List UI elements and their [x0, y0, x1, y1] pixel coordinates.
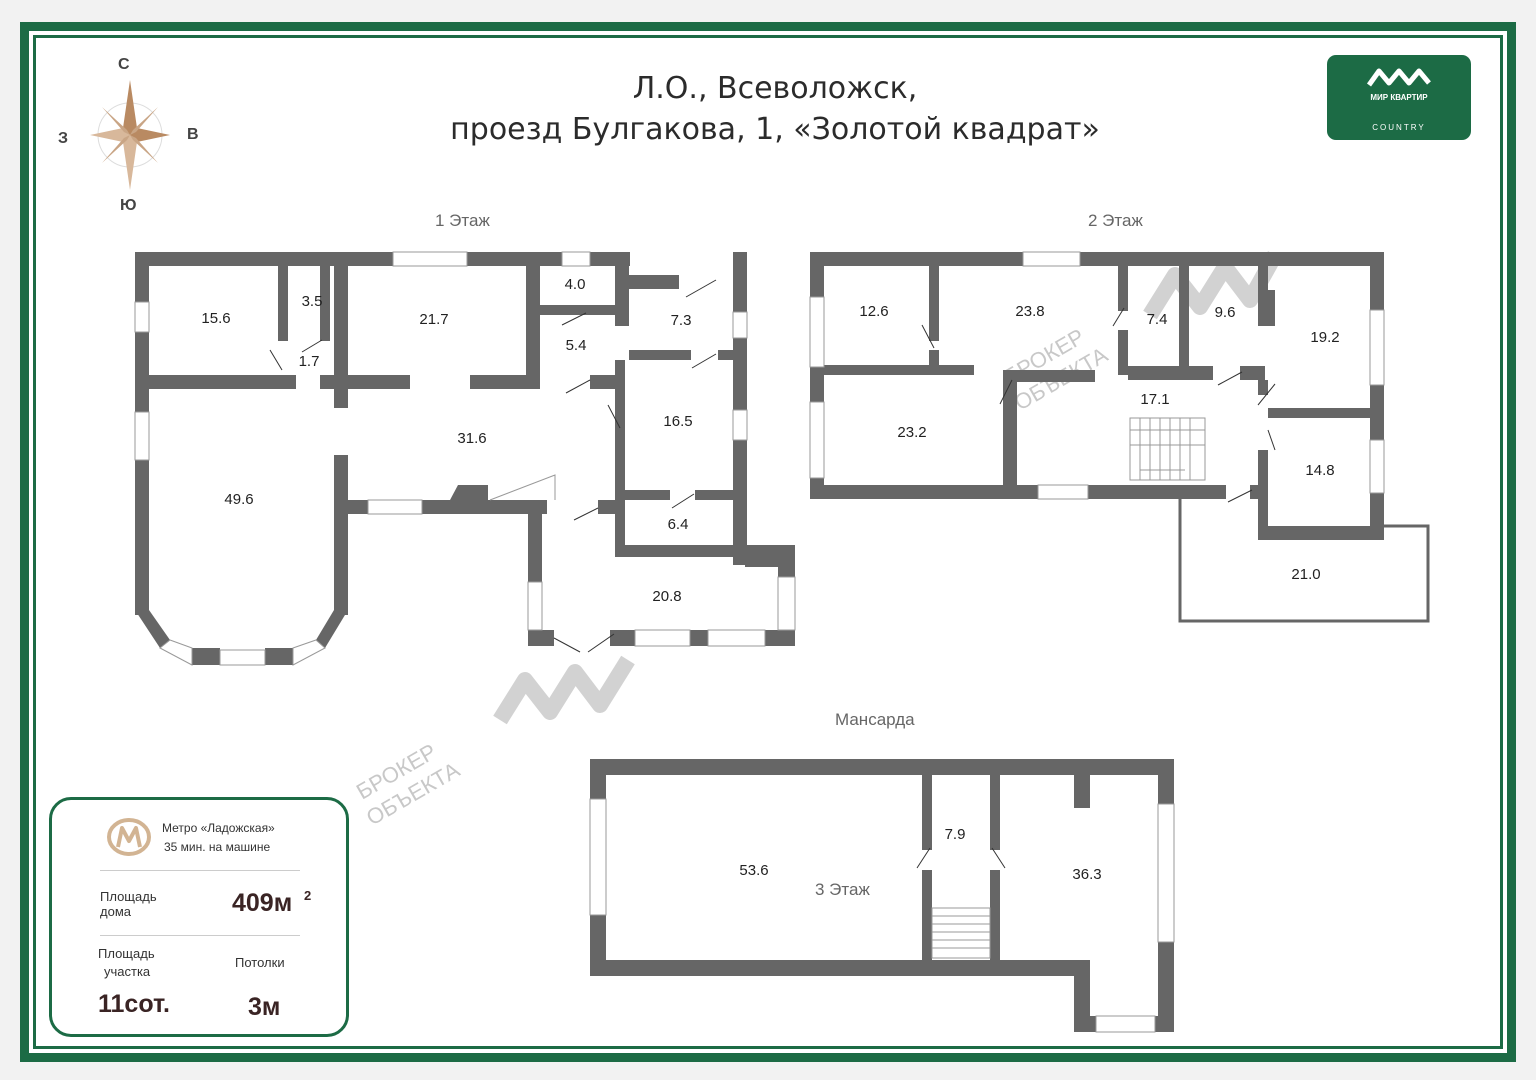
floor2-label: 2 Этаж: [1088, 211, 1143, 230]
brand-sub: COUNTRY: [1372, 123, 1426, 132]
compass-north-label: С: [118, 56, 130, 73]
compass-east-label: В: [187, 126, 199, 143]
watermark-group: БРОКЕР ОБЪЕКТА БРОКЕР ОБЪЕКТА: [352, 251, 1282, 830]
room-area: 7.4: [1147, 311, 1168, 328]
room-area: 16.5: [663, 413, 692, 430]
brand-mark-icon: [1366, 68, 1431, 87]
room-area: 14.8: [1305, 462, 1334, 479]
compass-south-label: Ю: [120, 197, 137, 214]
room-area: 49.6: [224, 491, 253, 508]
attic-plan: 53.6 7.9 36.3: [589, 759, 1175, 1033]
room-area: 3.5: [302, 293, 323, 310]
room-area: 6.4: [668, 516, 689, 533]
room-area: 21.0: [1291, 566, 1320, 583]
ceiling-label: Потолки: [235, 955, 285, 970]
title-line-2: проезд Булгакова, 1, «Золотой квадрат»: [450, 112, 1100, 147]
floor1-label: 1 Этаж: [435, 211, 490, 230]
room-area: 7.9: [945, 826, 966, 843]
ceiling-value: 3м: [248, 993, 281, 1021]
room-area: 53.6: [739, 862, 768, 879]
metro-name: Метро «Ладожская»: [162, 821, 275, 835]
room-area: 5.4: [566, 337, 587, 354]
room-area: 9.6: [1215, 304, 1236, 321]
floor1-plan: 15.6 3.5 1.7 21.7 4.0 5.4 7.3 31.6 16.5 …: [134, 251, 796, 666]
room-area: 1.7: [299, 353, 320, 370]
attic-inner-label: 3 Этаж: [815, 880, 870, 899]
room-area: 17.1: [1140, 391, 1169, 408]
room-area: 12.6: [859, 303, 888, 320]
divider: [100, 870, 300, 871]
house-area-value: 409м: [232, 889, 293, 917]
page-title: Л.О., Всеволожск, проезд Булгакова, 1, «…: [440, 68, 1110, 150]
title-line-1: Л.О., Всеволожск,: [632, 71, 918, 106]
compass-rose-icon: [90, 80, 170, 190]
room-area: 21.7: [419, 311, 448, 328]
inner-frame: [33, 35, 1503, 1049]
room-area: 36.3: [1072, 866, 1101, 883]
room-area: 23.2: [897, 424, 926, 441]
room-area: 15.6: [201, 310, 230, 327]
watermark-mark-icon: [493, 655, 635, 725]
metro-time: 35 мин. на машине: [164, 840, 271, 854]
compass-west-label: З: [58, 130, 69, 147]
attic-label: Мансарда: [835, 710, 915, 729]
plot-area-label: участка: [104, 964, 151, 979]
room-area: 7.3: [671, 312, 692, 329]
room-area: 20.8: [652, 588, 681, 605]
plot-area-label: Площадь: [98, 946, 155, 961]
floor2-plan: 12.6 23.8 7.4 9.6 19.2 17.1 23.2 14.8 21…: [809, 251, 1430, 623]
room-area: 4.0: [565, 276, 586, 293]
info-card: Метро «Ладожская» 35 мин. на машине Площ…: [49, 797, 349, 1037]
room-area: 23.8: [1015, 303, 1044, 320]
plot-area-value: 11сот.: [98, 990, 170, 1018]
brand-logo: МИР КВАРТИР COUNTRY: [1327, 55, 1471, 140]
metro-icon: [107, 818, 151, 856]
divider: [100, 935, 300, 936]
house-area-label: Площадь: [100, 889, 157, 904]
room-area: 19.2: [1310, 329, 1339, 346]
house-area-label: дома: [100, 904, 131, 919]
room-area: 31.6: [457, 430, 486, 447]
house-area-unit-sup: 2: [304, 888, 312, 903]
watermark-mark-icon: [1143, 251, 1282, 320]
brand-name: МИР КВАРТИР: [1370, 93, 1428, 102]
